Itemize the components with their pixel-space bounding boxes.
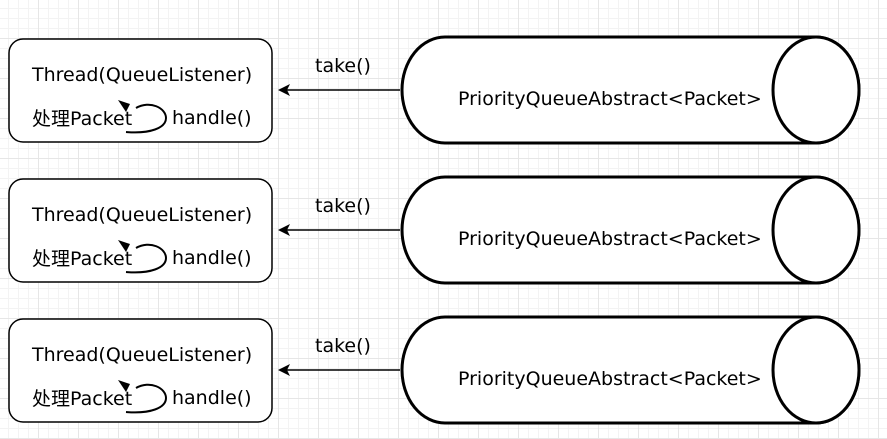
take-label-3: take()	[315, 335, 371, 357]
thread-box-2[interactable]: Thread(QueueListener) 处理Packet handle()	[8, 178, 273, 283]
process-label-2: 处理Packet	[32, 248, 132, 270]
queue-label-3: PriorityQueueAbstract<Packet>	[458, 368, 762, 390]
self-loop-arrowhead-1	[118, 100, 130, 112]
queue-label-2: PriorityQueueAbstract<Packet>	[458, 228, 762, 250]
self-loop-arrow-2	[125, 243, 168, 274]
self-loop-arrowhead-3	[118, 380, 130, 392]
thread-label-3: Thread(QueueListener)	[31, 344, 252, 366]
thread-label-1: Thread(QueueListener)	[31, 64, 252, 86]
queue-cylinder-3[interactable]: PriorityQueueAbstract<Packet>	[400, 315, 861, 425]
thread-box-3[interactable]: Thread(QueueListener) 处理Packet handle()	[8, 318, 273, 423]
take-label-2: take()	[315, 195, 371, 217]
process-label-3: 处理Packet	[32, 388, 132, 410]
row-2: Thread(QueueListener) 处理Packet handle() …	[8, 175, 861, 285]
self-loop-arrow-1	[125, 103, 168, 134]
process-label-1: 处理Packet	[32, 108, 132, 130]
thread-box-1[interactable]: Thread(QueueListener) 处理Packet handle()	[8, 38, 273, 143]
handle-label-3: handle()	[172, 387, 252, 409]
thread-label-2: Thread(QueueListener)	[31, 204, 252, 226]
queue-cylinder-1[interactable]: PriorityQueueAbstract<Packet>	[400, 35, 861, 145]
row-3: Thread(QueueListener) 处理Packet handle() …	[8, 315, 861, 425]
self-loop-arrow-3	[125, 383, 168, 414]
self-loop-arrowhead-2	[118, 240, 130, 252]
row-1: Thread(QueueListener) 处理Packet handle() …	[8, 35, 861, 145]
take-label-1: take()	[315, 55, 371, 77]
handle-label-2: handle()	[172, 247, 252, 269]
queue-cylinder-2[interactable]: PriorityQueueAbstract<Packet>	[400, 175, 861, 285]
queue-label-1: PriorityQueueAbstract<Packet>	[458, 88, 762, 110]
handle-label-1: handle()	[172, 107, 252, 129]
